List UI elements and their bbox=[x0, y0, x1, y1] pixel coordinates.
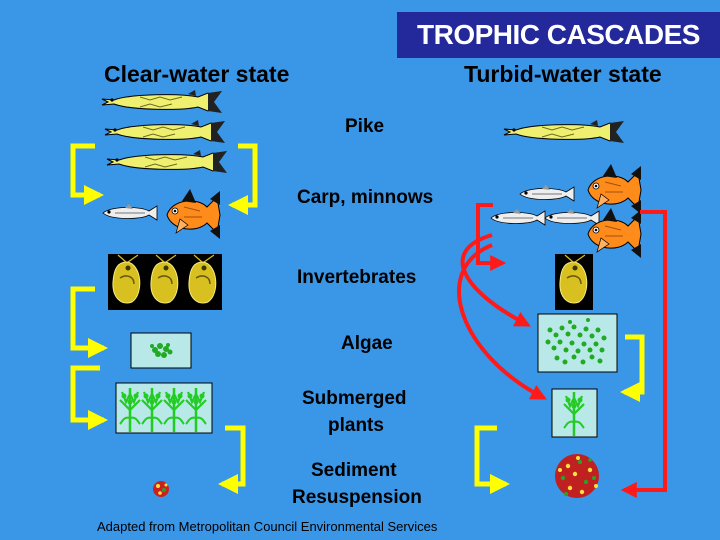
label-pike: Pike bbox=[345, 116, 385, 137]
clear-carp bbox=[166, 188, 221, 240]
turbid-sediment-cloud bbox=[555, 454, 599, 498]
turbid-arrow-algae-to-plants bbox=[620, 334, 645, 402]
label-sediment: Sediment bbox=[311, 460, 397, 481]
clear-arrow-algae-to-plants bbox=[70, 365, 108, 430]
turbid-minnow-2 bbox=[490, 208, 546, 226]
page-title: TROPHIC CASCADES bbox=[417, 19, 700, 50]
turbid-invertebrate bbox=[554, 253, 594, 311]
turbid-algae-panel bbox=[537, 313, 618, 373]
clear-arrow-plants-to-sediment bbox=[218, 425, 246, 494]
turbid-arrow-carp-to-sediment bbox=[620, 210, 667, 498]
clear-pike-2 bbox=[104, 119, 226, 144]
label-resuspension: Resuspension bbox=[292, 487, 422, 508]
turbid-carp-1 bbox=[587, 163, 642, 215]
label-submerged: Submerged bbox=[302, 388, 407, 409]
clear-minnow bbox=[102, 203, 158, 221]
clear-invertebrate-2 bbox=[145, 253, 185, 311]
clear-arrow-invertebrates-to-algae bbox=[70, 286, 108, 358]
clear-invertebrate-1 bbox=[107, 253, 147, 311]
turbid-arrow-plants-to-sediment bbox=[474, 425, 510, 494]
clear-algae-cluster bbox=[150, 343, 173, 358]
label-invertebrates: Invertebrates bbox=[297, 267, 417, 288]
clear-pike-3 bbox=[106, 149, 228, 174]
clear-sediment-particles bbox=[153, 481, 169, 497]
turbid-minnow-3 bbox=[544, 208, 600, 226]
label-carp-minnows: Carp, minnows bbox=[297, 187, 434, 208]
turbid-algae-bloom bbox=[545, 318, 607, 365]
turbid-arrow-carp-to-algae bbox=[460, 233, 531, 327]
clear-pike-1 bbox=[101, 89, 223, 114]
turbid-bracket-carp-to-invertebrates bbox=[476, 203, 507, 271]
turbid-minnow-1 bbox=[519, 184, 575, 202]
clear-invertebrate-3 bbox=[183, 253, 223, 311]
source-credit: Adapted from Metropolitan Council Enviro… bbox=[97, 519, 438, 534]
clear-algae-panel bbox=[130, 332, 192, 369]
label-algae: Algae bbox=[341, 333, 393, 354]
clear-water-heading: Clear-water state bbox=[104, 61, 290, 87]
clear-arrow-pike-to-carp-right bbox=[228, 143, 258, 215]
title-banner: TROPHIC CASCADES bbox=[397, 12, 720, 58]
label-plants: plants bbox=[328, 415, 384, 436]
clear-arrow-pike-to-carp-left bbox=[70, 143, 104, 205]
turbid-arrow-carp-to-plants bbox=[457, 243, 547, 400]
turbid-pike bbox=[503, 119, 625, 144]
turbid-water-heading: Turbid-water state bbox=[464, 61, 662, 87]
